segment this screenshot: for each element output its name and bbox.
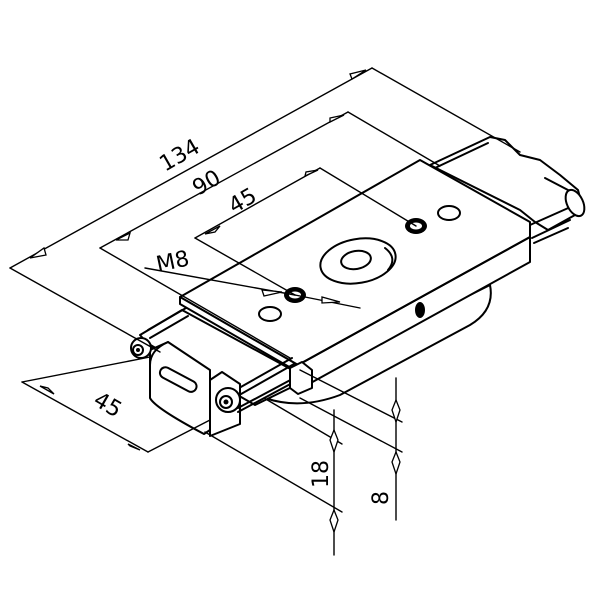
side-hole [415, 302, 425, 318]
dim-label-45-width: 45 [89, 388, 126, 424]
dimension-134 [9, 67, 521, 353]
screw-right [215, 387, 241, 413]
rear-roller-housing [429, 136, 586, 244]
plain-hole-left [258, 306, 282, 322]
dim-label-18: 18 [309, 460, 334, 488]
dim-label-8: 8 [369, 491, 394, 505]
screw-left [130, 337, 152, 359]
center-boss [319, 237, 397, 285]
dim-label-m8: M8 [154, 247, 191, 278]
dimension-45-top [194, 167, 417, 296]
front-roller-block [130, 307, 313, 437]
dimension-18 [204, 397, 343, 556]
dimension-m8-leader [144, 267, 361, 309]
dim-label-45-top: 45 [225, 184, 262, 220]
dimension-8 [299, 369, 403, 521]
dim-label-134: 134 [156, 135, 205, 178]
plain-hole-right [437, 205, 461, 221]
dimension-90 [99, 111, 441, 359]
dimension-45-width [21, 356, 211, 453]
